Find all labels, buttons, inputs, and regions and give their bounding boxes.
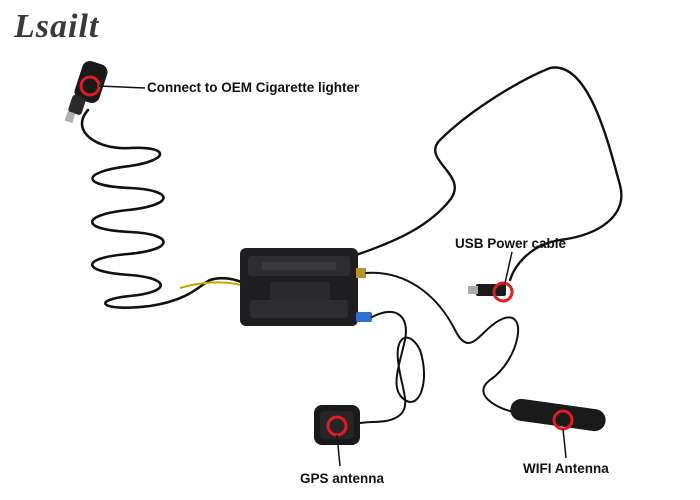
usb-power-cable (354, 66, 623, 282)
navigation-box-device (240, 248, 358, 326)
label-wifi-antenna: WIFI Antenna (523, 461, 609, 476)
lighter-cable-yellow (179, 281, 245, 289)
blue-gps-connector (356, 312, 372, 322)
usb-marker-circle (492, 281, 514, 303)
gps-cable-coil (354, 311, 426, 425)
lighter-cable-coil (80, 108, 246, 309)
lighter-marker-leader (98, 85, 146, 89)
brand-logo: Lsailt (14, 8, 100, 45)
usb-marker-leader (504, 251, 513, 284)
wifi-cable (365, 271, 520, 413)
label-usb-power-cable: USB Power cable (455, 236, 567, 251)
label-cigarette-lighter: Connect to OEM Cigarette lighter (147, 80, 360, 95)
usb-plug (468, 284, 506, 296)
label-gps-antenna: GPS antenna (300, 471, 385, 486)
wifi-marker-leader (562, 428, 567, 459)
cigarette-lighter-plug (64, 61, 108, 123)
gps-marker-leader (336, 434, 341, 467)
wifi-antenna (510, 398, 606, 432)
gold-antenna-connector (356, 268, 366, 278)
